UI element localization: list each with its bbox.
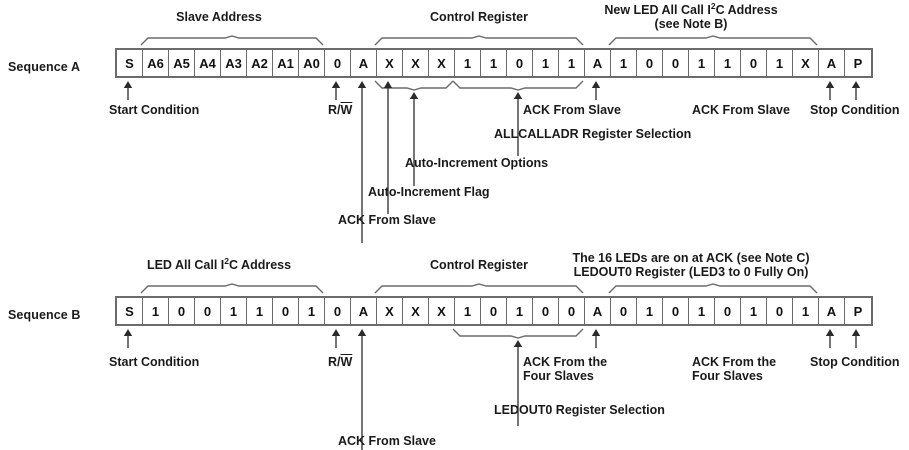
- note-b-ack-four-slaves-1: ACK From the Four Slaves: [523, 355, 643, 383]
- bit-cell: 0: [325, 50, 351, 76]
- group-title-led-all-call: LED All Call I2C Address: [146, 255, 292, 272]
- bit-cell: 1: [767, 50, 793, 76]
- sequence-b-row-label: Sequence B: [8, 308, 81, 322]
- bit-cell: A6: [143, 50, 169, 76]
- bit-cell: 0: [715, 298, 741, 324]
- bit-cell: 1: [455, 298, 481, 324]
- sixteen-leds-line1: The 16 LEDs are on at ACK (see Note C): [572, 251, 810, 265]
- bit-cell: A: [351, 50, 377, 76]
- bit-cell: 1: [299, 298, 325, 324]
- ack-four-line2-a: Four Slaves: [523, 369, 594, 383]
- note-a-stop-condition: Stop Condition: [810, 103, 900, 117]
- note-a-read-write: R/W: [328, 103, 353, 117]
- bit-cell: A4: [195, 50, 221, 76]
- bit-cell: A: [819, 298, 845, 324]
- bit-cell: 1: [637, 298, 663, 324]
- bit-cell: 0: [169, 298, 195, 324]
- bit-cell: 1: [221, 298, 247, 324]
- group-title-new-led-all-call: New LED All Call I2C Address (see Note B…: [586, 0, 796, 31]
- bit-cell: 0: [663, 298, 689, 324]
- group-title-control-register-a: Control Register: [430, 10, 528, 24]
- bit-cell: X: [429, 298, 455, 324]
- bit-cell: A0: [299, 50, 325, 76]
- note-b-ack-from-slave: ACK From Slave: [338, 434, 436, 448]
- bit-cell: 0: [195, 298, 221, 324]
- bit-cell: P: [853, 303, 863, 319]
- note-a-ack-from-slave-1: ACK From Slave: [338, 213, 436, 227]
- bit-cell: X: [403, 298, 429, 324]
- ack-four-line2-b: Four Slaves: [692, 369, 763, 383]
- ack-four-line1-b: ACK From the: [692, 355, 777, 369]
- note-a-ack-from-slave-2: ACK From Slave: [523, 103, 621, 117]
- note-b-start-condition: Start Condition: [109, 355, 200, 369]
- bit-cell: 0: [663, 50, 689, 76]
- bit-cell: 0: [559, 298, 585, 324]
- bit-cell: P: [853, 55, 863, 71]
- bit-cell: A: [585, 298, 611, 324]
- bit-cell: A2: [247, 50, 273, 76]
- note-a-ack-from-slave-3: ACK From Slave: [692, 103, 790, 117]
- sixteen-leds-line2: LEDOUT0 Register (LED3 to 0 Fully On): [573, 265, 809, 279]
- ack-four-line1-a: ACK From the: [523, 355, 608, 369]
- bit-cell: A3: [221, 50, 247, 76]
- bit-cell: 0: [611, 298, 637, 324]
- bit-cell: 1: [533, 50, 559, 76]
- bit-cell: 0: [273, 298, 299, 324]
- bit-cell: 1: [247, 298, 273, 324]
- note-a-allcalladr-selection: ALLCALLADR Register Selection: [494, 127, 692, 141]
- bit-cell: X: [403, 50, 429, 76]
- bit-cell: A: [585, 50, 611, 76]
- bit-cell: 1: [689, 298, 715, 324]
- note-b-stop-condition: Stop Condition: [810, 355, 900, 369]
- new-led-all-call-line1: New LED All Call I2C Address: [604, 0, 778, 17]
- bit-cell: 0: [637, 50, 663, 76]
- bit-cell: X: [429, 50, 455, 76]
- bit-cell: X: [377, 50, 403, 76]
- bit-cell: 1: [689, 50, 715, 76]
- new-led-all-call-line2: (see Note B): [654, 17, 728, 31]
- bit-cell: 1: [559, 50, 585, 76]
- bit-cell: 1: [143, 298, 169, 324]
- group-title-sixteen-leds: The 16 LEDs are on at ACK (see Note C) L…: [546, 251, 836, 279]
- bit-cell: 1: [793, 298, 819, 324]
- bit-cell: 1: [507, 298, 533, 324]
- bit-cell: A1: [273, 50, 299, 76]
- bit-cell: 0: [481, 298, 507, 324]
- bit-cell: 1: [611, 50, 637, 76]
- bit-cell: 0: [507, 50, 533, 76]
- bit-cell: X: [793, 50, 819, 76]
- bit-cell: 0: [533, 298, 559, 324]
- bit-cell: 1: [455, 50, 481, 76]
- note-b-read-write: R/W: [328, 355, 353, 369]
- bit-cell: X: [377, 298, 403, 324]
- bit-cell: S: [117, 50, 143, 76]
- bit-cell: A: [351, 298, 377, 324]
- note-b-ledout0-selection: LEDOUT0 Register Selection: [494, 403, 665, 417]
- note-b-ack-four-slaves-2: ACK From the Four Slaves: [692, 355, 812, 383]
- group-title-slave-address: Slave Address: [176, 10, 262, 24]
- bit-cell: 1: [715, 50, 741, 76]
- bit-cell: 1: [741, 298, 767, 324]
- bit-cell: 1: [481, 50, 507, 76]
- bit-cell: 0: [741, 50, 767, 76]
- note-a-auto-increment-flag: Auto-Increment Flag: [368, 185, 490, 199]
- note-a-start-condition: Start Condition: [109, 103, 200, 117]
- sequence-a-row-label: Sequence A: [8, 60, 81, 74]
- bit-cell: 0: [767, 298, 793, 324]
- group-title-control-register-b: Control Register: [430, 258, 528, 272]
- bit-cell: A5: [169, 50, 195, 76]
- bit-cell: S: [117, 298, 143, 324]
- note-a-auto-increment-options: Auto-Increment Options: [405, 156, 549, 170]
- bit-cell: 0: [325, 298, 351, 324]
- bit-cell: A: [819, 50, 845, 76]
